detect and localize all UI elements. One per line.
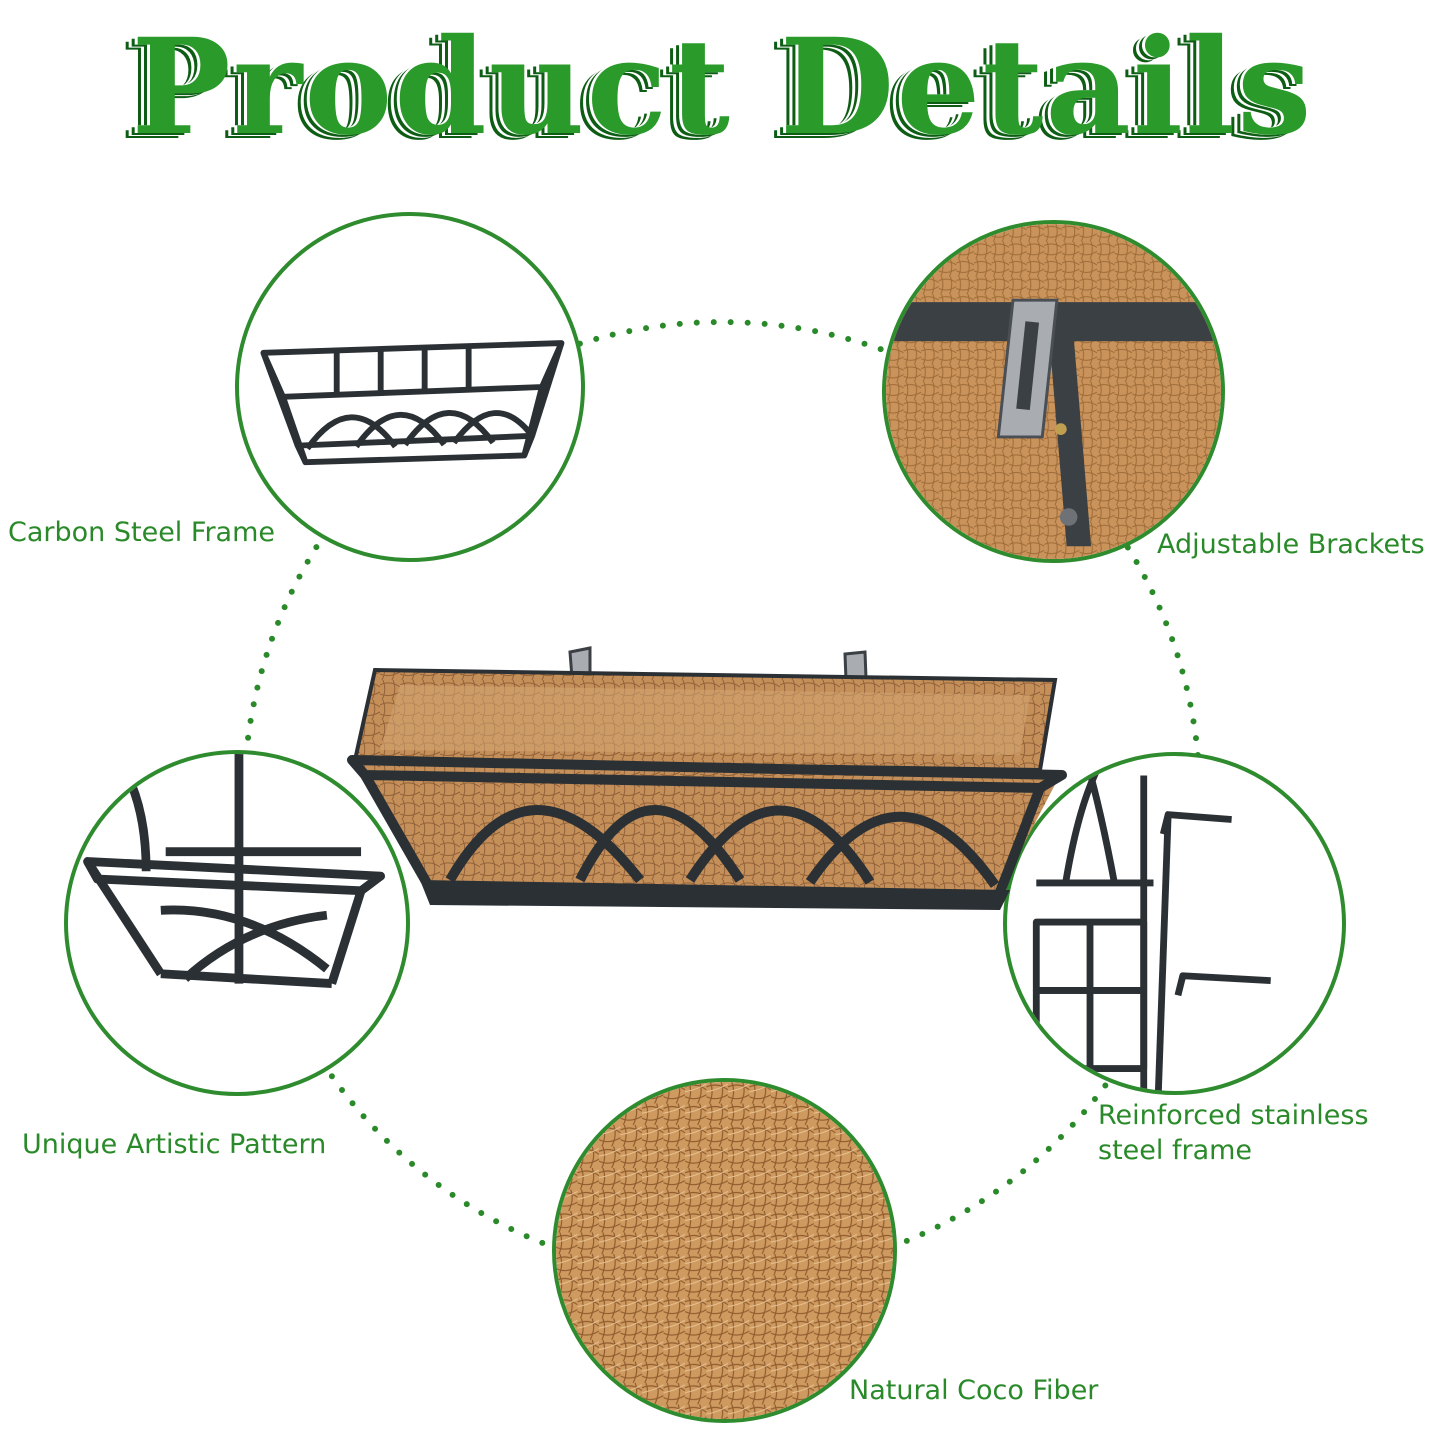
page-title: Product Details (131, 10, 1314, 165)
coco-fiber-label: Natural Coco Fiber (849, 1375, 1099, 1406)
coco-fiber-texture (556, 1082, 893, 1419)
adjustable-brackets-image (882, 220, 1225, 563)
reinforced-frame-label-line1: Reinforced stainless (1098, 1100, 1369, 1131)
coco-fiber-image (552, 1078, 897, 1423)
reinforced-frame-image (1003, 752, 1346, 1095)
adjustable-brackets-label: Adjustable Brackets (1157, 529, 1425, 560)
reinforced-frame-illustration (1032, 756, 1271, 1091)
pattern-illustration (83, 754, 385, 988)
artistic-pattern-image (64, 750, 410, 1096)
reinforced-frame-label: Reinforced stainless steel frame (1098, 1099, 1369, 1168)
carbon-steel-frame-image (235, 212, 585, 562)
artistic-pattern-label: Unique Artistic Pattern (22, 1129, 327, 1160)
bracket-illustration (886, 224, 1221, 559)
carbon-steel-frame-label: Carbon Steel Frame (8, 517, 276, 548)
reinforced-frame-label-line2: steel frame (1098, 1134, 1253, 1166)
planter-basket (347, 646, 1067, 910)
frame-illustration (260, 340, 565, 466)
